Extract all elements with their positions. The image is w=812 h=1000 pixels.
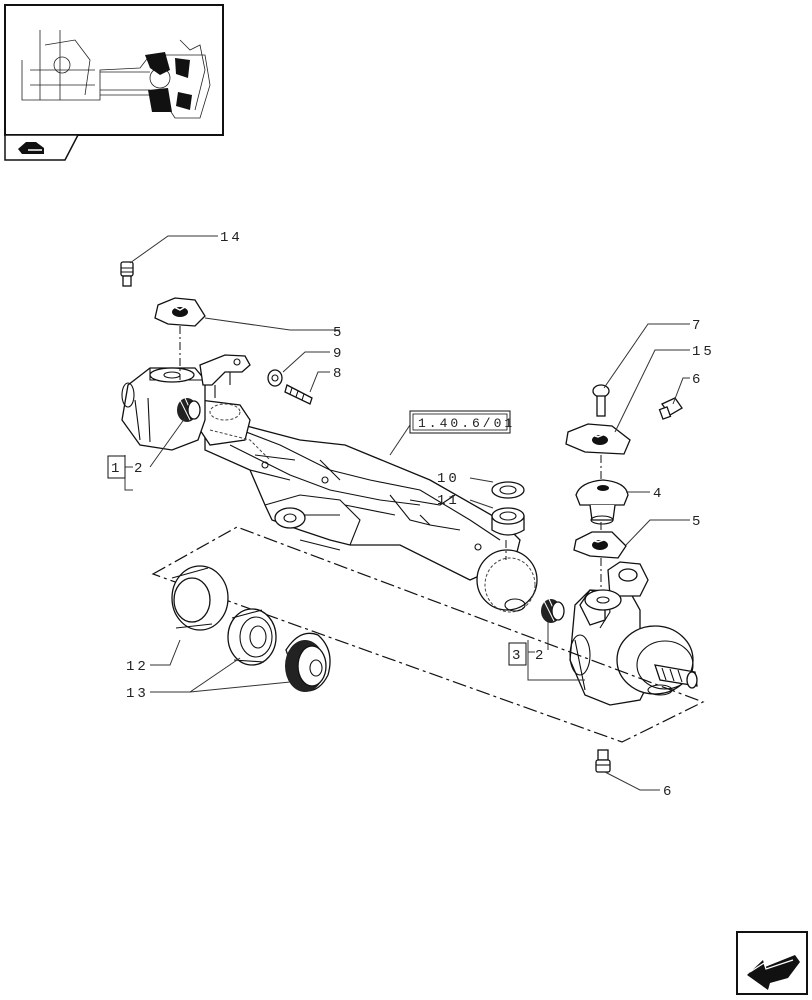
bearing-cone-13a: [227, 608, 277, 666]
section-tab: [4, 134, 80, 161]
left-top-cap: [154, 297, 206, 327]
label-8: 8: [333, 366, 344, 382]
callout-box-1[interactable]: 1: [107, 455, 126, 479]
screw-7: [592, 384, 610, 417]
next-page-button[interactable]: [736, 931, 808, 995]
label-6-top: 6: [692, 372, 703, 388]
pin-9: [267, 369, 283, 387]
bearing-cup-12: [171, 565, 229, 631]
leader-lines: [124, 235, 690, 791]
bushing-11: [491, 507, 525, 536]
label-15: 15: [692, 344, 715, 360]
grease-fitting-right-6: [658, 397, 683, 420]
right-cap-5: [573, 531, 627, 559]
seal-4: [575, 479, 629, 525]
right-top-cap-15: [565, 423, 631, 455]
arrow-icon: [747, 955, 800, 990]
right-bushing: [541, 598, 565, 623]
overview-thumbnail: [4, 4, 224, 136]
bearing-cone-13b: [285, 632, 331, 692]
svg-text:3: 3: [512, 648, 523, 664]
part-labels: 14 5 9 8 7 15 6 4 5 10 11 12 13 6 2 2: [126, 230, 715, 800]
label-2-right: 2: [535, 648, 546, 664]
svg-text:1: 1: [111, 461, 122, 477]
callout-box-3[interactable]: 3: [508, 642, 527, 666]
axle-housing: [199, 399, 538, 613]
label-13: 13: [126, 686, 149, 702]
left-steering-knuckle: [121, 354, 251, 451]
reference-box[interactable]: 1.40.6/01: [409, 410, 515, 434]
screw-8: [284, 384, 313, 405]
label-6-bottom: 6: [663, 784, 674, 800]
svg-text:1.40.6/01: 1.40.6/01: [418, 416, 515, 431]
label-4: 4: [653, 486, 664, 502]
label-7: 7: [692, 318, 703, 334]
label-9: 9: [333, 346, 344, 362]
tractor-icon: [18, 142, 44, 154]
label-12: 12: [126, 659, 149, 675]
label-11: 11: [437, 493, 460, 509]
label-10: 10: [437, 471, 460, 487]
grease-fitting-top-left: [120, 261, 134, 287]
assembly-outline: [151, 526, 705, 743]
washer-10: [491, 481, 525, 499]
right-steering-knuckle: [541, 561, 698, 706]
label-14: 14: [220, 230, 243, 246]
label-5-left: 5: [333, 325, 344, 341]
grease-fitting-bottom-6: [595, 749, 611, 773]
label-5-right: 5: [692, 514, 703, 530]
label-2-left: 2: [134, 461, 145, 477]
left-bushing: [177, 397, 201, 422]
